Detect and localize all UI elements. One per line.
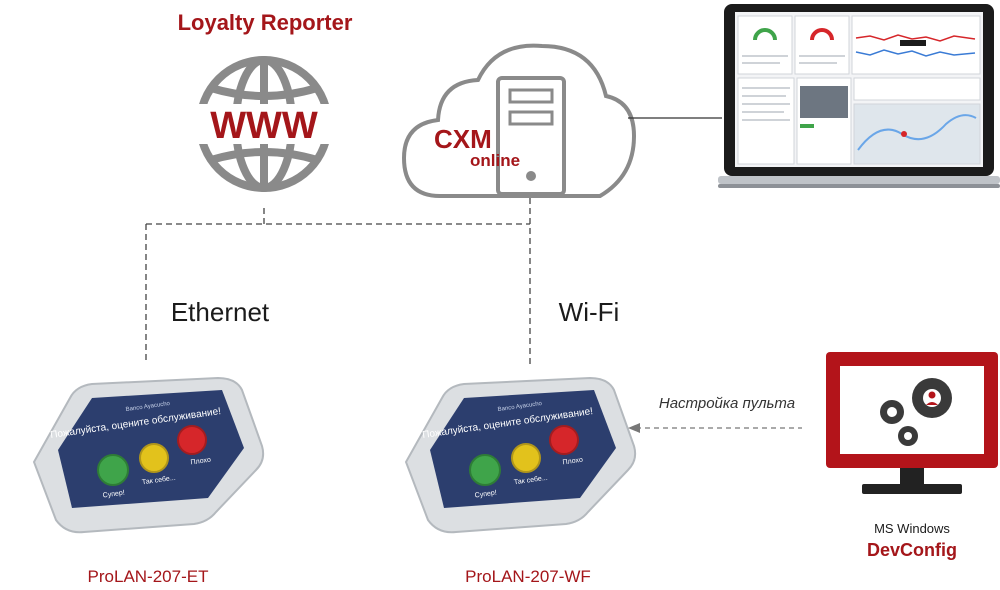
- diagram-title: Loyalty Reporter: [178, 10, 353, 35]
- www-backdrop: [196, 104, 332, 144]
- laptop-icon: [718, 4, 1000, 188]
- setup-link: [628, 423, 802, 433]
- device-1-model: ProLAN-207-ET: [88, 567, 209, 586]
- device-1-label-bad: Плохо: [190, 457, 211, 467]
- wifi-label: Wi-Fi: [559, 297, 620, 327]
- monitor-icon: [826, 352, 998, 494]
- device-2-button-green: [469, 454, 501, 486]
- cxm-label: CXM: [434, 124, 492, 154]
- device-2-button-yellow: [511, 443, 541, 473]
- device-1-button-green: [97, 454, 129, 486]
- device-2-button-red: [549, 425, 579, 455]
- device-1-button-red: [177, 425, 207, 455]
- setup-label: Настройка пульта: [659, 395, 795, 412]
- device-1-button-yellow: [139, 443, 169, 473]
- pc-app-label: DevConfig: [867, 540, 957, 560]
- device-prolan-207-wf: Banco Ayacucho Пожалуйста, оцените обслу…: [404, 376, 637, 534]
- ethernet-link: [145, 208, 530, 364]
- server-icon: [496, 76, 566, 196]
- gear-smiley-icon: [887, 408, 897, 412]
- www-label: WWW: [210, 105, 318, 147]
- online-label: online: [470, 151, 520, 170]
- device-2-label-bad: Плохо: [562, 457, 583, 467]
- ethernet-label: Ethernet: [171, 297, 270, 327]
- device-prolan-207-et: Banco Ayacucho Пожалуйста, оцените обслу…: [32, 376, 265, 534]
- device-2-label-super: Супер!: [474, 490, 497, 500]
- device-2-model: ProLAN-207-WF: [465, 567, 591, 586]
- pc-os-label: MS Windows: [874, 521, 950, 536]
- device-1-label-super: Супер!: [102, 490, 125, 500]
- gear-person-icon: [926, 391, 938, 405]
